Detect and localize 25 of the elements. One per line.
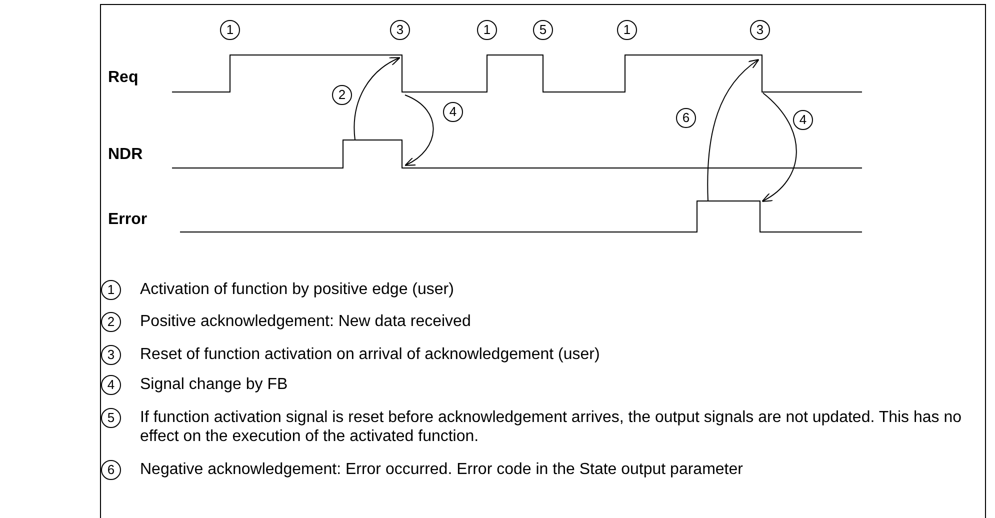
callout-number: 6 [101,460,121,480]
callout-number: 4 [101,375,121,395]
signal-name: NDR [108,146,143,164]
callout-number: 2 [332,85,352,105]
callout-number: 6 [676,108,696,128]
callout-number: 4 [443,102,463,122]
callout-number: 4 [793,110,813,130]
callout-number: 3 [390,20,410,40]
legend-text: If function activation signal is reset before acknowledgement arrives, the output signals are not updated. This has no effect on the execution of the activated function. [140,408,963,446]
legend-text: Activation of function by positive edge (user) [140,280,455,299]
callout-number: 5 [533,20,553,40]
legend-text: Positive acknowledgement: New data received [140,312,472,331]
legend-text: Reset of function activation on arrival of acknowledgement (user) [140,345,601,364]
legend-text: Negative acknowledgement: Error occurred. Error code in the State output parameter [140,460,744,479]
callout-number: 1 [101,280,121,300]
callout-number: 3 [750,20,770,40]
callout-number: 2 [101,312,121,332]
callout-number: 3 [101,345,121,365]
legend-text: Signal change by FB [140,375,289,394]
callout-number: 1 [617,20,637,40]
signal-name: Req [108,69,138,87]
signal-name: Error [108,211,148,229]
callout-number: 1 [220,20,240,40]
callout-number: 5 [101,408,121,428]
callout-number: 1 [477,20,497,40]
